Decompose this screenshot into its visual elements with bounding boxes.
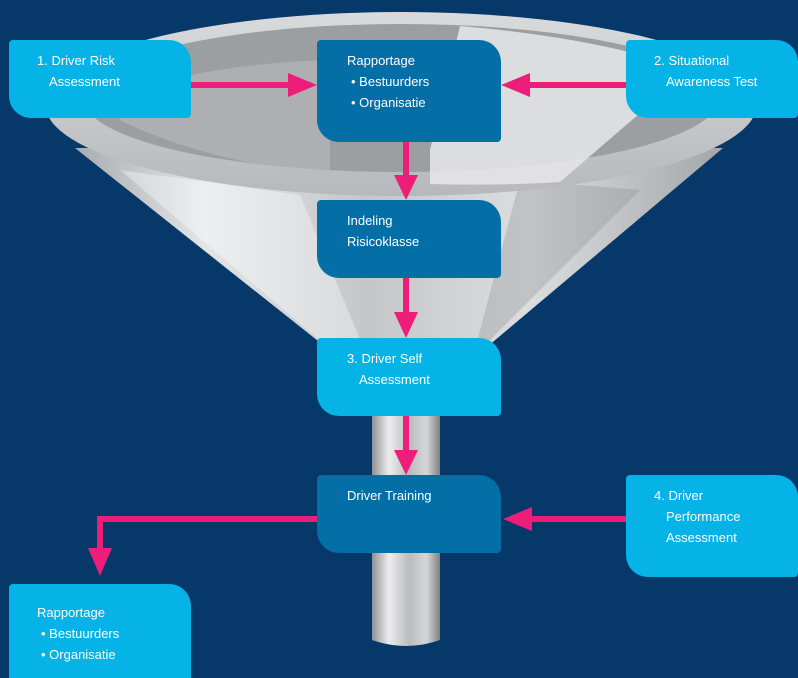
box-line: Assessment	[49, 74, 120, 89]
driver-self-assessment-box: 3. Driver Self Assessment	[317, 338, 501, 416]
rapportage-bottom-box: Rapportage • Bestuurders • Organisatie	[9, 584, 191, 678]
box-line: 2. Situational	[654, 53, 730, 68]
driver-training-box: Driver Training	[317, 475, 501, 553]
driver-performance-assessment-box: 4. Driver Performance Assessment	[626, 475, 798, 577]
arrow-rapportage-to-indeling	[403, 141, 409, 177]
box-line: Performance	[666, 509, 741, 524]
arrow-self-to-training	[403, 416, 409, 452]
situational-awareness-box: 2. Situational Awareness Test	[626, 40, 798, 118]
box-line: Assessment	[359, 372, 430, 387]
box-line: Indeling	[347, 213, 393, 228]
indeling-risicoklasse-box: Indeling Risicoklasse	[317, 200, 501, 278]
arrow-training-to-rapportage	[97, 516, 318, 522]
box-item-bestuurders: • Bestuurders	[41, 626, 120, 641]
box-line: Awareness Test	[666, 74, 758, 89]
driver-risk-assessment-box: 1. Driver Risk Assessment	[9, 40, 191, 118]
box-line: Risicoklasse	[347, 234, 420, 249]
arrow-indeling-to-self	[403, 278, 409, 314]
box-line: 4. Driver	[654, 488, 704, 503]
box-item-organisatie: • Organisatie	[351, 95, 426, 110]
box-line: 3. Driver Self	[347, 351, 423, 366]
box-line: Assessment	[666, 530, 737, 545]
rapportage-top-box: Rapportage • Bestuurders • Organisatie	[317, 40, 501, 142]
box-line: Driver Training	[347, 488, 432, 503]
arrow-performance-to-training	[530, 516, 627, 522]
arrow-risk-to-rapportage	[190, 82, 290, 88]
box-title: Rapportage	[37, 605, 105, 620]
box-line: 1. Driver Risk	[37, 53, 116, 68]
box-title: Rapportage	[347, 53, 415, 68]
box-item-organisatie: • Organisatie	[41, 647, 116, 662]
arrow-situational-to-rapportage	[528, 82, 626, 88]
box-item-bestuurders: • Bestuurders	[351, 74, 430, 89]
